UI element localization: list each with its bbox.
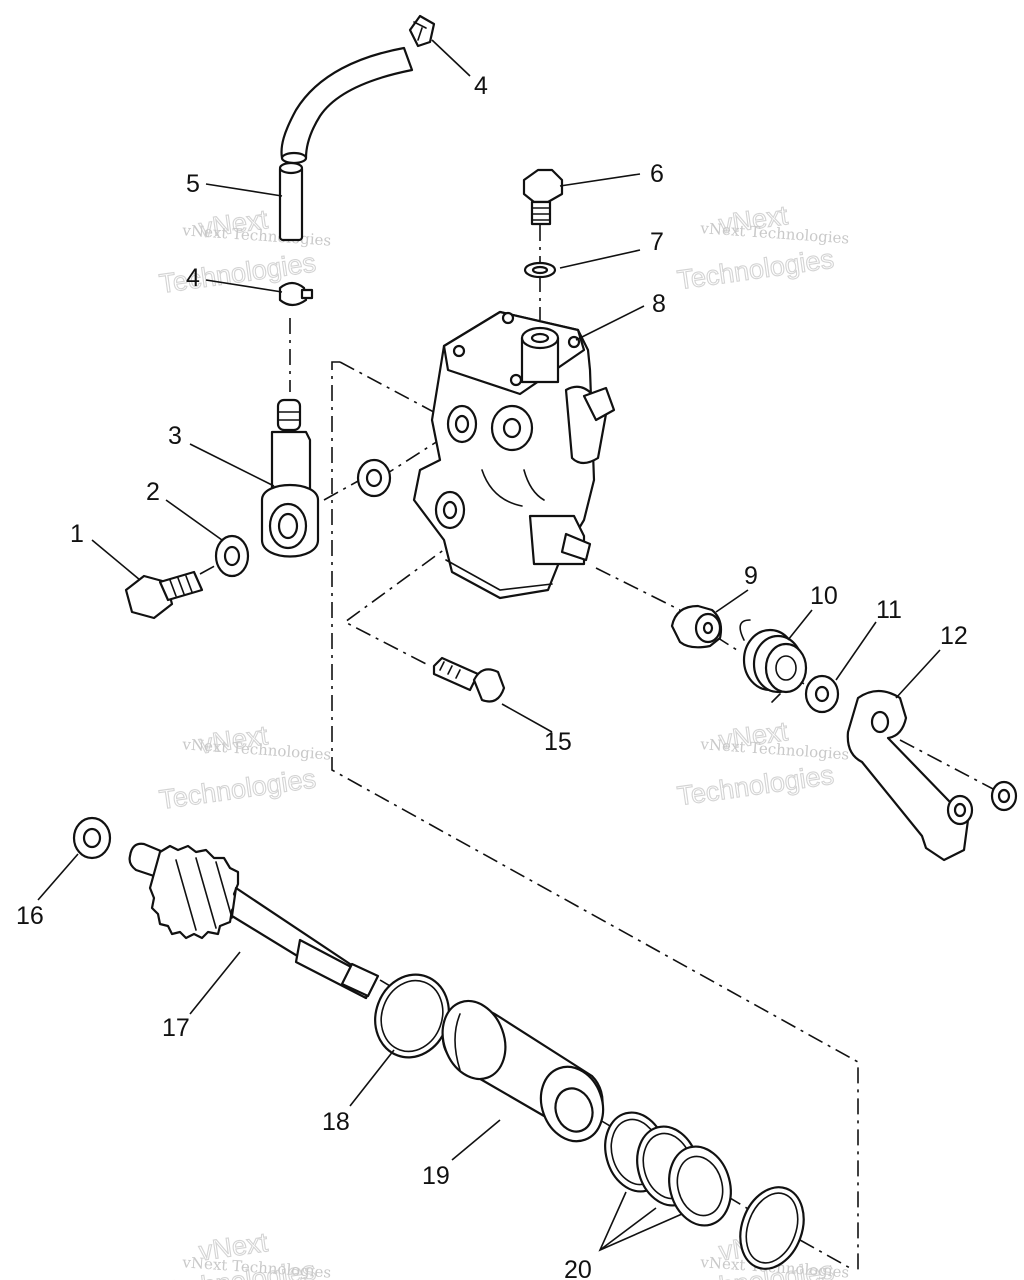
- roller-9: [670, 604, 723, 649]
- callout-19: 19: [422, 1162, 450, 1190]
- banjo-bolt: [124, 570, 204, 620]
- watermark-mid-right: vNext Technologies vNext Technologies: [675, 716, 850, 812]
- pump-bushing-19: [441, 999, 605, 1143]
- callout-4-top: 4: [474, 72, 488, 100]
- mounting-screw-15: [432, 656, 506, 703]
- svg-text:vNext Technologies: vNext Technologies: [181, 221, 332, 249]
- svg-text:Technologies: Technologies: [675, 244, 835, 296]
- snap-ring: [739, 1186, 805, 1270]
- callout-12: 12: [940, 622, 968, 650]
- callout-2: 2: [146, 478, 160, 506]
- callout-10: 10: [810, 582, 838, 610]
- return-spring-10: [739, 619, 808, 703]
- oil-pump-body: [412, 310, 616, 600]
- control-lever-12: [846, 689, 974, 862]
- vent-hose-bent: [280, 46, 414, 165]
- callout-16: 16: [16, 902, 44, 930]
- watermark-top-left: vNext Technologies vNext Technologies: [157, 204, 332, 300]
- watermark-top-right: vNext Technologies vNext Technologies: [675, 200, 850, 296]
- callout-7: 7: [650, 228, 664, 256]
- callout-15: 15: [544, 728, 572, 756]
- watermark-mid-left: vNext Technologies vNext Technologies: [157, 720, 332, 816]
- o-ring-18: [374, 973, 450, 1059]
- svg-text:Technologies: Technologies: [157, 763, 317, 815]
- callout-3: 3: [168, 422, 182, 450]
- hose-clamp-top: [408, 14, 436, 48]
- callout-labels: 1 2 3 4 4 5 6 7 8 9 10 11 12 15 16 17 18…: [16, 72, 968, 1280]
- svg-text:vNext Technologies: vNext Technologies: [699, 219, 850, 247]
- callout-18: 18: [322, 1108, 350, 1136]
- sealing-washer-2: [214, 534, 250, 578]
- thrust-washer-16: [72, 816, 112, 860]
- callout-4-mid: 4: [186, 264, 200, 292]
- svg-text:vNext Technologies: vNext Technologies: [699, 735, 850, 763]
- shim-washers-20: [604, 1111, 732, 1227]
- vent-hose-straight: [278, 161, 304, 242]
- callout-5: 5: [186, 170, 200, 198]
- leader-lines: [37, 39, 941, 1252]
- callout-9: 9: [744, 562, 758, 590]
- washer-11: [804, 674, 840, 714]
- washer-13: [990, 780, 1018, 812]
- banjo-fitting: [260, 398, 320, 558]
- callout-20: 20: [564, 1256, 592, 1280]
- svg-text:vNext Technologies: vNext Technologies: [181, 735, 332, 763]
- watermark-bottom-left: vNext Technologies vNext Technologies: [157, 1227, 332, 1280]
- callout-17: 17: [162, 1014, 190, 1042]
- pump-drive-shaft: [128, 842, 380, 1000]
- callout-6: 6: [650, 160, 664, 188]
- callout-11: 11: [876, 596, 902, 624]
- svg-text:Technologies: Technologies: [675, 760, 835, 812]
- sealing-washer-3b: [356, 458, 392, 498]
- callout-1: 1: [70, 520, 84, 548]
- bleed-washer: [523, 261, 557, 279]
- hose-clamp-lower: [278, 281, 314, 307]
- bleed-screw: [522, 168, 564, 226]
- callout-8: 8: [652, 290, 666, 318]
